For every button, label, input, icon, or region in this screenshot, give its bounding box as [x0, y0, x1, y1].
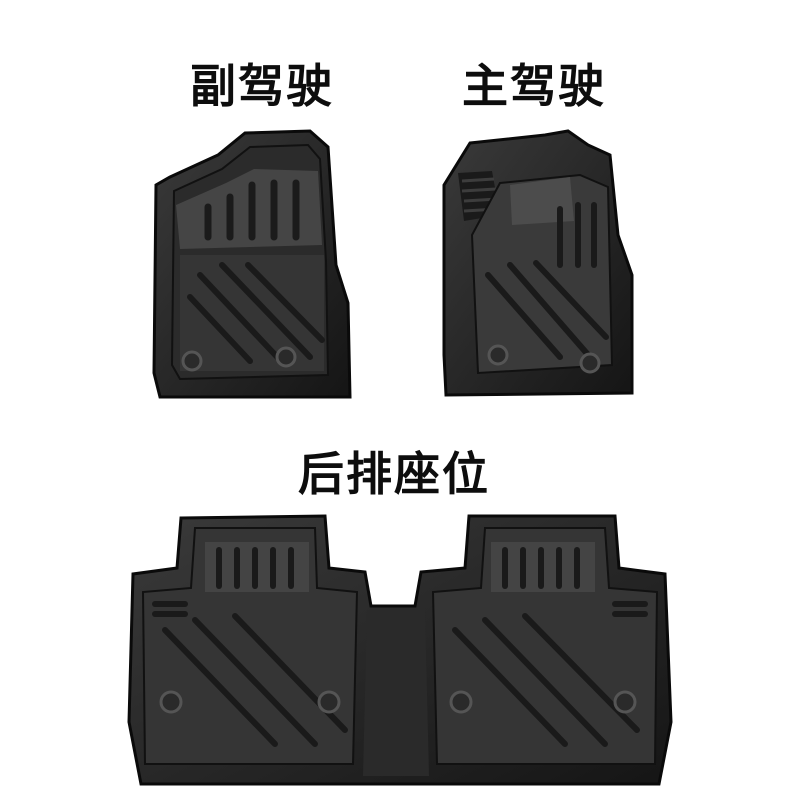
- rear-seats-label: 后排座位: [298, 447, 490, 501]
- driver-floor-mat-image: [442, 129, 634, 397]
- passenger-floor-mat-image: [152, 129, 352, 399]
- rear-right-section: [431, 527, 659, 765]
- rear-floor-mat-image: [127, 514, 673, 786]
- passenger-seat-label: 副驾驶: [190, 59, 334, 113]
- driver-seat-label: 主驾驶: [462, 59, 606, 113]
- rear-left-section: [141, 527, 359, 765]
